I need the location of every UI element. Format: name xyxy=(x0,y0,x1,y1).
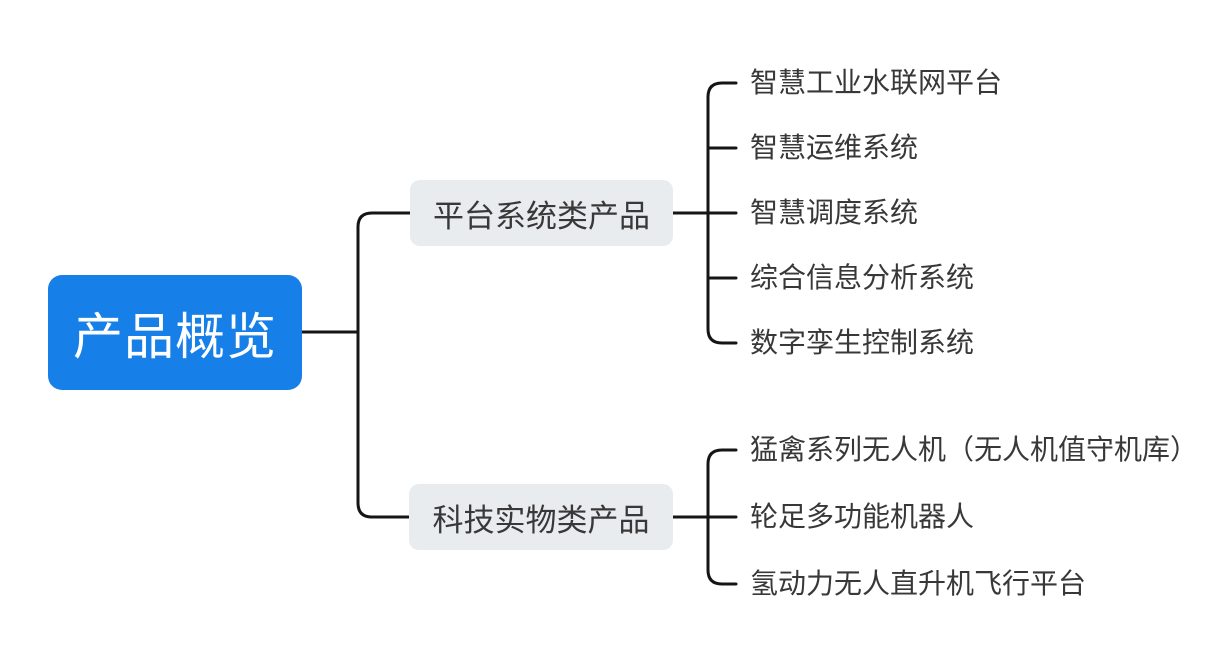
leaf-node[interactable]: 数字孪生控制系统 xyxy=(750,327,975,358)
leaf-node[interactable]: 智慧运维系统 xyxy=(750,132,919,163)
connector-left-spine xyxy=(356,211,412,519)
leaf-node[interactable]: 氢动力无人直升机飞行平台 xyxy=(750,568,1087,599)
leaf-node[interactable]: 轮足多功能机器人 xyxy=(750,501,975,532)
leaf-node[interactable]: 猛禽系列无人机（无人机值守机库） xyxy=(750,434,1199,465)
connector-branch2-spine xyxy=(706,448,738,586)
branch-node-platform-systems[interactable]: 平台系统类产品 xyxy=(410,180,673,246)
leaf-node[interactable]: 综合信息分析系统 xyxy=(750,262,975,293)
root-node[interactable]: 产品概览 xyxy=(48,275,302,390)
leaf-node[interactable]: 智慧调度系统 xyxy=(750,197,919,228)
connector-branch1-spine xyxy=(706,81,738,345)
leaf-node[interactable]: 智慧工业水联网平台 xyxy=(750,67,1003,98)
branch-node-tech-products[interactable]: 科技实物类产品 xyxy=(409,484,673,550)
